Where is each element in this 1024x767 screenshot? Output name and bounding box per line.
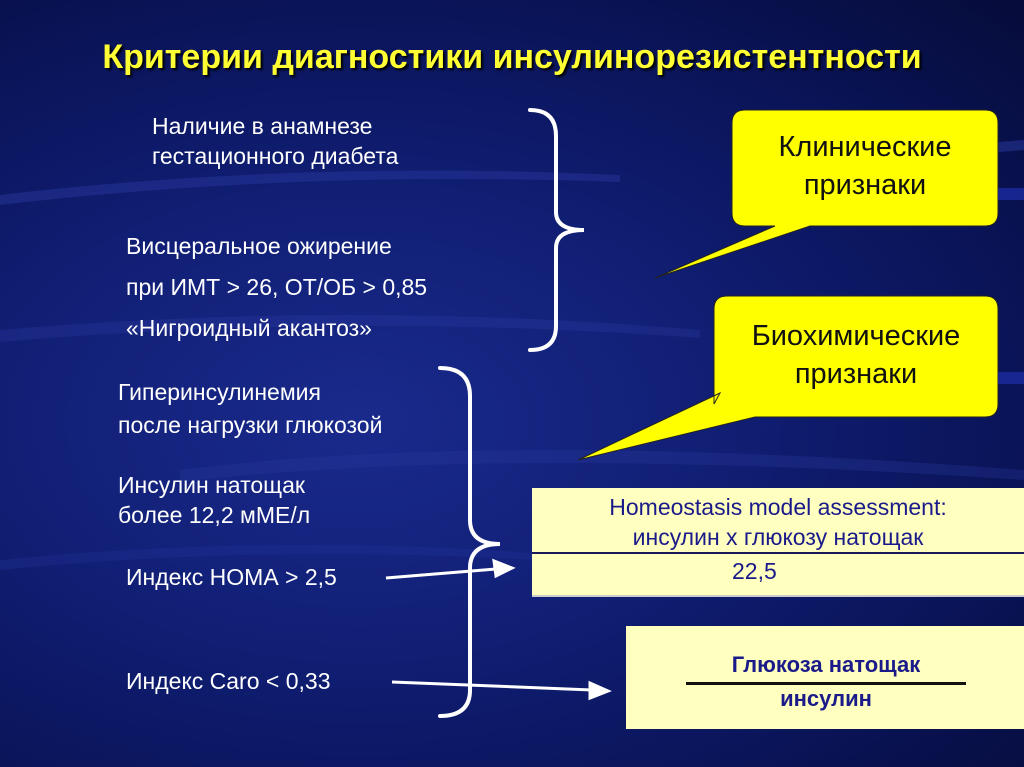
biochem-callout-line: Биохимические (751, 320, 961, 352)
clinical-item-gestational-diabetes: Наличие в анамнезе гестационного диабета (152, 111, 398, 171)
caro-numerator: Глюкоза натощак (731, 652, 921, 677)
biochem-callout-line: признаки (794, 358, 918, 390)
clinical-callout-line: признаки (803, 169, 927, 201)
clinical-callout-text: Клинические признаки (732, 128, 998, 204)
biochem-callout (577, 295, 1024, 461)
biochem-item-line: после нагрузки глюкозой (118, 412, 383, 438)
biochem-item-line: Инсулин натощак (118, 472, 305, 498)
biochem-brace (438, 366, 501, 718)
biochem-callout-text: Биохимические признаки (714, 317, 998, 393)
clinical-brace (528, 108, 585, 352)
page-title: Критерии диагностики инсулинорезистентно… (102, 38, 922, 76)
homa-formula-box: Homeostasis model assessment: инсулин х … (532, 488, 1024, 597)
arrow-to-homa (385, 558, 516, 580)
caro-denominator: инсулин (780, 686, 872, 711)
biochem-item-hyperinsulinemia: Гиперинсулинемия после нагрузки глюкозой (118, 376, 382, 442)
clinical-callout (654, 109, 1024, 279)
homa-formula-numerator: инсулин х глюкозу натощак (632, 524, 924, 550)
caro-fraction-line (686, 682, 966, 685)
biochem-item-caro-index: Индекс Caro < 0,33 (126, 668, 331, 694)
clinical-callout-line: Клинические (778, 131, 952, 163)
homa-formula-title: Homeostasis model assessment: (609, 494, 947, 520)
clinical-item-line: при ИМТ > 26, ОТ/ОБ > 0,85 (126, 274, 428, 300)
biochem-item-line: Гиперинсулинемия (118, 379, 321, 405)
clinical-item-line: Висцеральное ожирение (126, 233, 392, 259)
biochem-item-homa-index: Индекс НОМА > 2,5 (126, 564, 337, 590)
biochem-item-fasting-insulin: Инсулин натощак более 12,2 мМЕ/л (118, 470, 310, 530)
clinical-item-line: Наличие в анамнезе (152, 113, 373, 139)
homa-formula-denominator: 22,5 (732, 558, 777, 584)
biochem-item-line: более 12,2 мМЕ/л (118, 502, 311, 528)
clinical-item-visceral-obesity: Висцеральное ожирение при ИМТ > 26, ОТ/О… (126, 226, 427, 349)
arrow-to-caro (391, 680, 612, 701)
caro-formula-box: Глюкоза натощак инсулин (626, 626, 1024, 729)
homa-fraction-line (532, 552, 1024, 554)
clinical-item-line: гестационного диабета (152, 143, 399, 169)
clinical-item-line: «Нигроидный акантоз» (126, 315, 372, 341)
